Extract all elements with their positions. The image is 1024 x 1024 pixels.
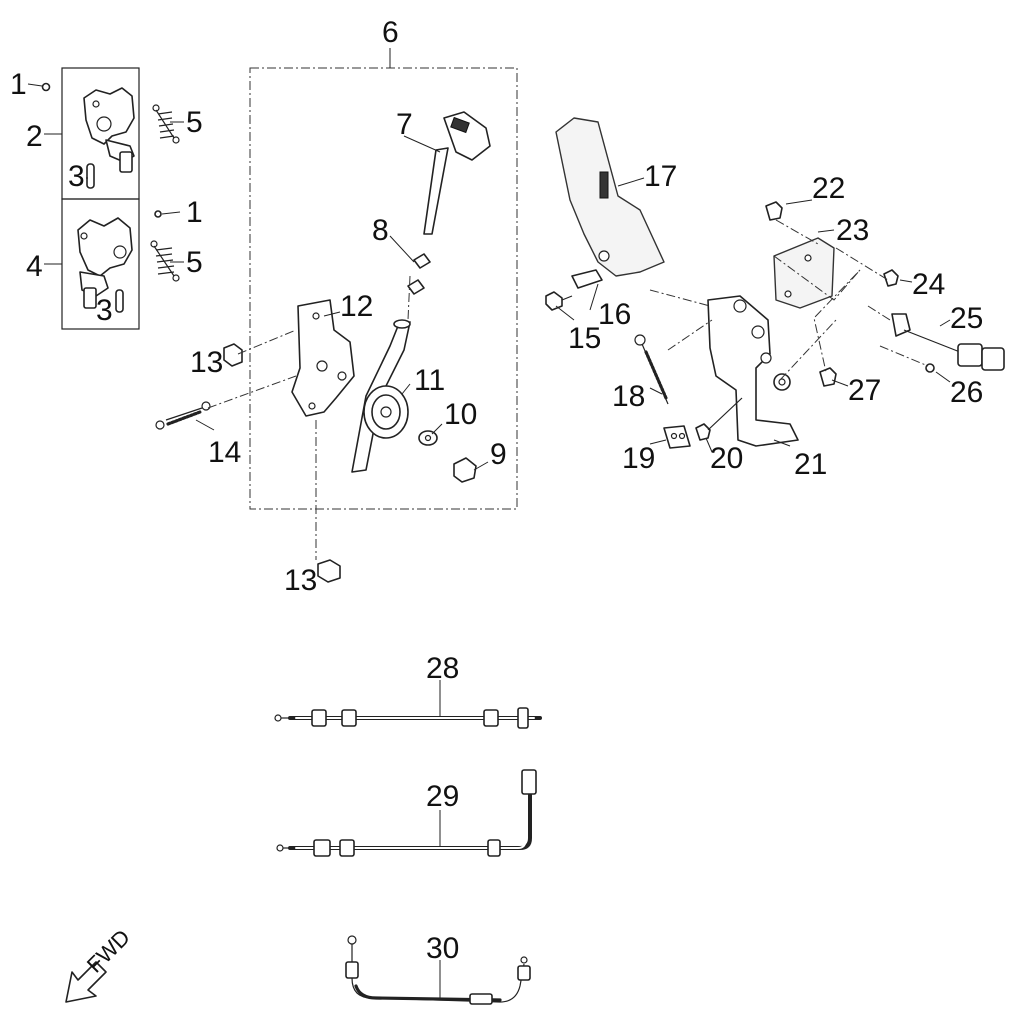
pedal-arm-21 (707, 295, 799, 447)
callout-1-upper: 1 (10, 68, 27, 101)
nut-24 (883, 269, 899, 287)
callout-18: 18 (612, 380, 645, 413)
bolt-22 (765, 201, 783, 221)
callout-16: 16 (598, 298, 631, 331)
pin-3-lower (115, 289, 124, 313)
spring-18 (634, 334, 669, 405)
spring-5-upper (152, 104, 180, 144)
callout-21: 21 (794, 448, 827, 481)
cable-29 (276, 769, 537, 857)
callout-2: 2 (26, 120, 43, 153)
cover-17 (555, 117, 665, 277)
bolt-13-lower (317, 559, 341, 583)
callout-30: 30 (426, 932, 459, 965)
callout-29: 29 (426, 780, 459, 813)
callout-4: 4 (26, 250, 43, 283)
nuts-8 (407, 253, 431, 295)
callout-13-lower: 13 (284, 564, 317, 597)
callout-13-upper: 13 (190, 346, 223, 379)
bolt-9 (453, 457, 477, 483)
callout-14: 14 (208, 436, 241, 469)
shift-lever-assembly-box (249, 67, 518, 510)
callout-7: 7 (396, 108, 413, 141)
bolt-20 (695, 397, 743, 441)
callout-3-lower: 3 (96, 294, 113, 327)
plate-16 (571, 269, 603, 289)
callout-25: 25 (950, 302, 983, 335)
spring-5-lower (150, 240, 180, 282)
callout-22: 22 (812, 172, 845, 205)
callout-11: 11 (414, 364, 445, 397)
callout-23: 23 (836, 214, 869, 247)
callout-numbers: 1 2 3 5 1 4 5 3 6 7 8 12 13 11 10 9 14 1… (10, 16, 983, 965)
screw-26 (925, 363, 935, 373)
shift-dash-leaders (207, 275, 411, 560)
callout-6: 6 (382, 16, 399, 49)
shift-lever-7 (423, 111, 491, 235)
latch-assembly-upper (41, 82, 135, 189)
callout-19: 19 (622, 442, 655, 475)
callout-28: 28 (426, 652, 459, 685)
callout-17: 17 (644, 160, 677, 193)
bracket-12 (291, 299, 355, 417)
callout-24: 24 (912, 268, 945, 301)
screw-1-upper (41, 82, 51, 92)
switch-25 (891, 313, 1005, 371)
plate-19 (663, 425, 691, 449)
callout-1-lower: 1 (186, 196, 203, 229)
callout-12: 12 (340, 290, 373, 323)
callout-leaders (27, 48, 951, 998)
shift-rod-11 (351, 319, 411, 473)
callout-5-upper: 5 (186, 106, 203, 139)
forward-direction-arrow: FWD (65, 924, 135, 1003)
cable-28 (274, 707, 542, 729)
pin-3-upper (86, 163, 95, 189)
callout-15: 15 (568, 322, 601, 355)
callout-26: 26 (950, 376, 983, 409)
latch-assembly-lower (77, 210, 162, 313)
nut-27 (819, 367, 837, 387)
group-frames (61, 67, 518, 510)
right-dash-leaders (649, 219, 929, 381)
callout-5-lower: 5 (186, 246, 203, 279)
callout-3-upper: 3 (68, 160, 85, 193)
bolt-13-upper (223, 343, 243, 367)
bolt-15 (545, 291, 573, 311)
callout-10: 10 (444, 398, 477, 431)
callout-9: 9 (490, 438, 507, 471)
callout-8: 8 (372, 214, 389, 247)
cable-30 (345, 935, 531, 1005)
bracket-23 (773, 237, 835, 309)
spring-14 (155, 401, 211, 430)
callout-20: 20 (710, 442, 743, 475)
callout-27: 27 (848, 374, 881, 407)
screw-1-lower (154, 210, 162, 218)
